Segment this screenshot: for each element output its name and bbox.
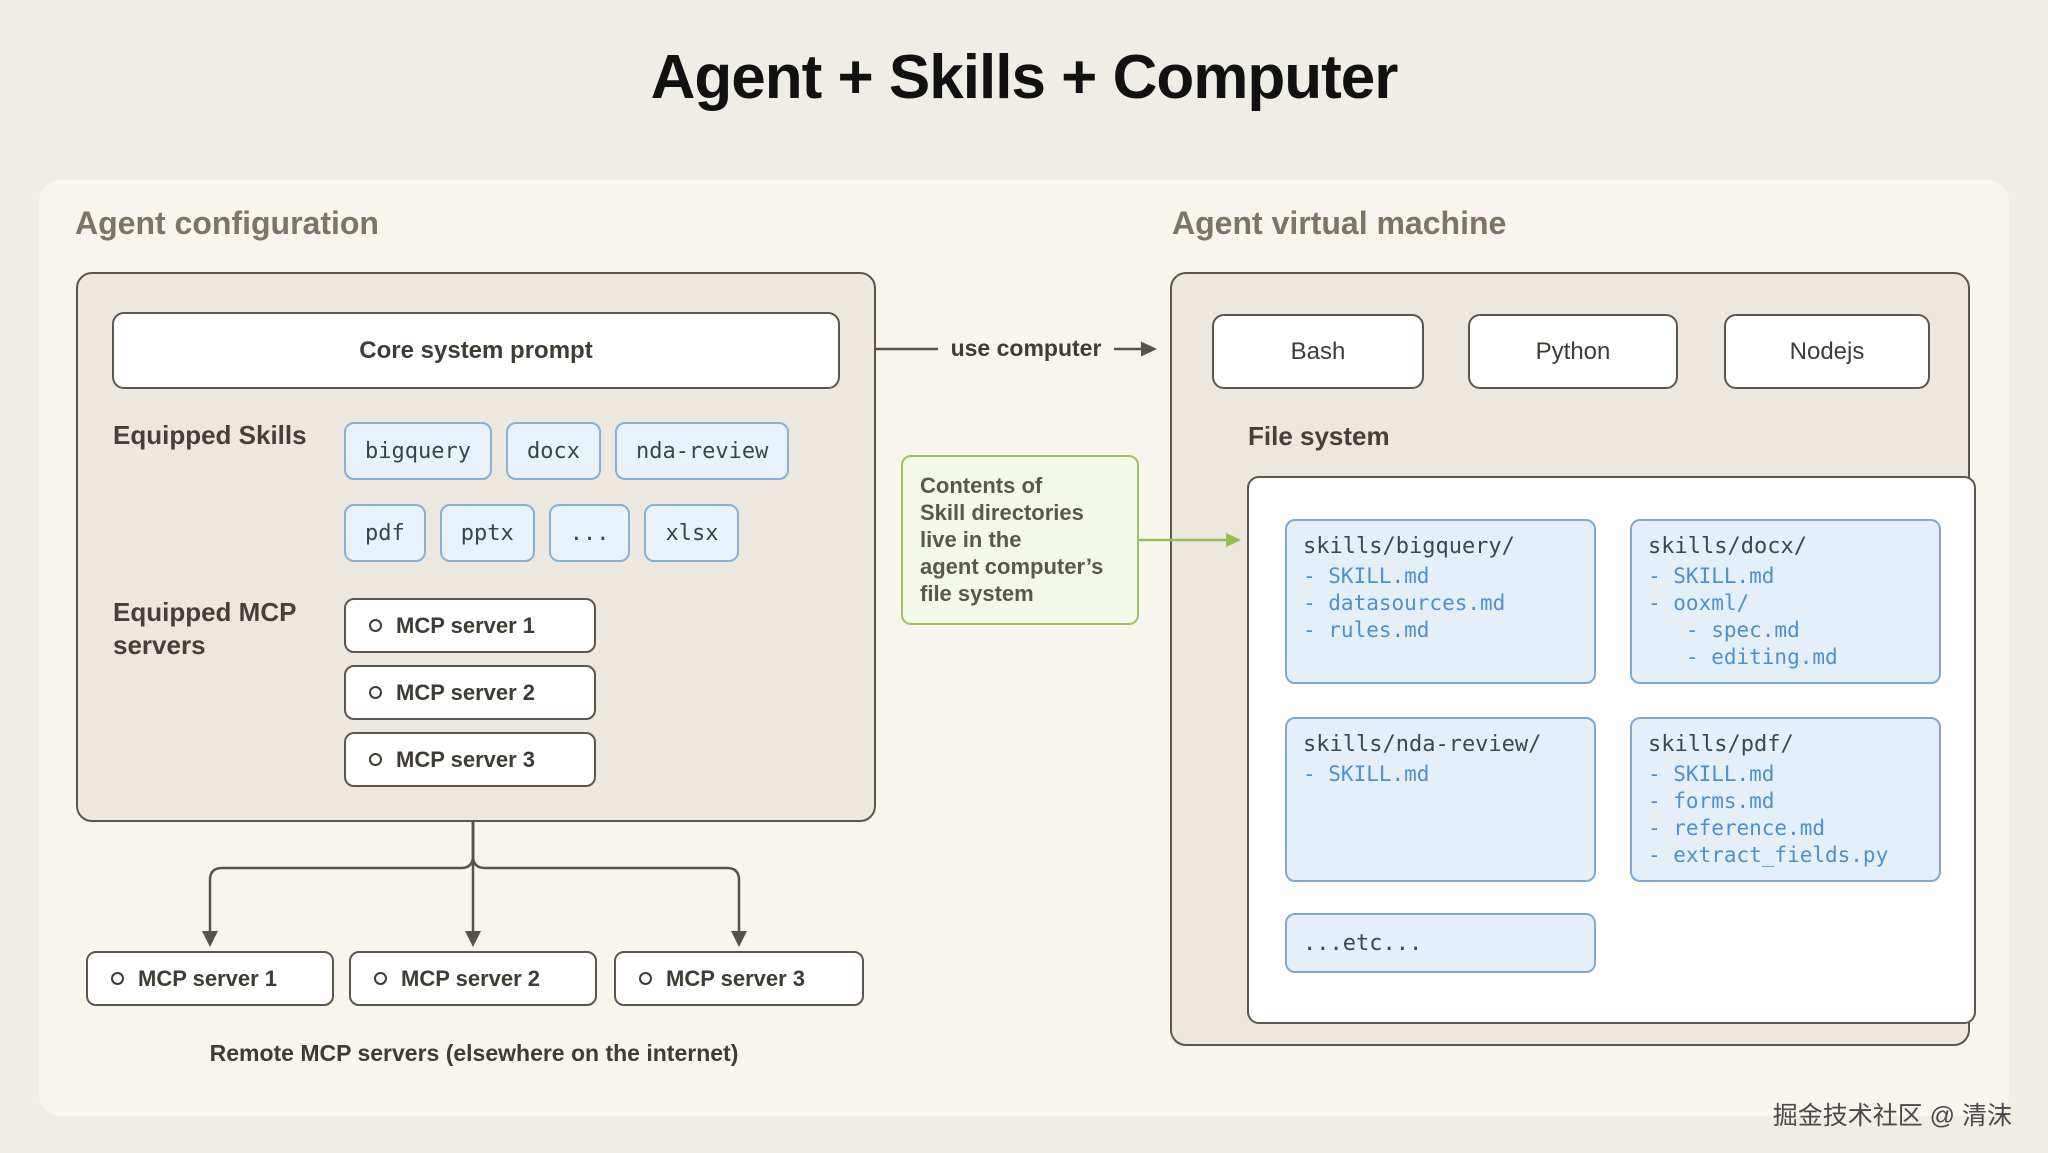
agent-config-box: Core system prompt Equipped Skills bigqu… (76, 272, 876, 822)
file-entry: - ooxml/ (1648, 591, 1750, 615)
skill-pill: xlsx (644, 504, 740, 562)
skill-directory-card: skills/nda-review/ - SKILL.md (1285, 717, 1596, 882)
file-system-label: File system (1248, 421, 1390, 451)
server-circle-icon (111, 972, 124, 985)
agent-vm-box: Bash Python Nodejs File system skills/bi… (1170, 272, 1976, 1046)
remote-mcp-server-box: MCP server 1 (86, 951, 334, 1006)
runtime-box-bash: Bash (1212, 314, 1424, 389)
file-entry: - datasources.md (1303, 591, 1506, 615)
runtime-box-python: Python (1468, 314, 1678, 389)
watermark: 掘金技术社区 @ 清沫 (1772, 1102, 2012, 1130)
file-entry: - spec.md (1648, 618, 1800, 642)
skill-pill: docx (505, 422, 601, 480)
diagram-container: Agent configuration Core system prompt E… (39, 180, 2009, 1116)
runtime-label: Bash (1290, 337, 1346, 365)
file-entry: - editing.md (1648, 645, 1838, 669)
runtime-label: Nodejs (1789, 337, 1865, 365)
directory-header: skills/nda-review/ (1303, 732, 1542, 757)
file-entry: - SKILL.md (1648, 564, 1775, 588)
file-entry: - SKILL.md (1648, 762, 1775, 786)
remote-servers-caption: Remote MCP servers (elsewhere on the int… (209, 1040, 739, 1066)
remote-mcp-server-label: MCP server 2 (401, 965, 541, 991)
skill-note-line: agent computer’s (920, 554, 1104, 579)
skill-pill: bigquery (344, 422, 492, 480)
skill-note-line: Contents of (920, 473, 1043, 498)
skill-directory-card: skills/pdf/ - SKILL.md - forms.md - refe… (1630, 717, 1941, 882)
mcp-server-box: MCP server 2 (344, 665, 596, 720)
file-entry: - rules.md (1303, 618, 1430, 642)
skill-directory-card: skills/bigquery/ - SKILL.md - datasource… (1285, 519, 1596, 684)
mcp-server-box: MCP server 1 (344, 598, 596, 653)
core-system-prompt-box: Core system prompt (112, 312, 840, 389)
server-circle-icon (369, 753, 382, 766)
use-computer-label: use computer (950, 335, 1102, 361)
core-system-prompt-label: Core system prompt (359, 336, 593, 364)
runtime-label: Python (1535, 337, 1611, 365)
agent-config-heading: Agent configuration (75, 205, 379, 241)
equipped-skills-label: Equipped Skills (113, 420, 307, 450)
mcp-server-label: MCP server 2 (396, 679, 536, 705)
file-entry: - SKILL.md (1303, 762, 1430, 786)
diagram-title: Agent + Skills + Computer (650, 43, 1399, 112)
equipped-mcp-label: Equipped MCP servers (113, 597, 296, 660)
skill-pill: nda-review (614, 422, 790, 480)
file-system-box: skills/bigquery/ - SKILL.md - datasource… (1247, 476, 1976, 1024)
remote-mcp-server-label: MCP server 1 (138, 965, 278, 991)
remote-mcp-server-label: MCP server 3 (666, 965, 806, 991)
mcp-server-label: MCP server 1 (396, 612, 536, 638)
skill-note-line: live in the (920, 527, 1022, 552)
remote-mcp-server-box: MCP server 3 (614, 951, 864, 1006)
etc-card: ...etc... (1285, 913, 1596, 973)
skill-pill: ... (548, 504, 631, 562)
file-entry: - extract_fields.py (1648, 843, 1889, 867)
agent-vm-heading: Agent virtual machine (1172, 205, 1507, 241)
directory-header: skills/docx/ (1648, 534, 1807, 559)
skill-note-line: Skill directories (920, 500, 1084, 525)
runtime-box-nodejs: Nodejs (1724, 314, 1930, 389)
etc-label: ...etc... (1303, 930, 1423, 956)
file-entry: - SKILL.md (1303, 564, 1430, 588)
skill-pill: pdf (344, 504, 426, 562)
server-circle-icon (369, 686, 382, 699)
skills-row-1: bigquery docx nda-review (344, 422, 790, 480)
mcp-server-label: MCP server 3 (396, 746, 536, 772)
skill-note-line: file system (920, 581, 1034, 606)
skill-note-box: Contents of Skill directories live in th… (901, 455, 1139, 625)
skills-row-2: pdf pptx ... xlsx (344, 504, 740, 562)
directory-header: skills/bigquery/ (1303, 534, 1515, 559)
remote-mcp-server-box: MCP server 2 (349, 951, 597, 1006)
directory-header: skills/pdf/ (1648, 732, 1794, 757)
file-entry: - reference.md (1648, 816, 1826, 840)
server-circle-icon (639, 972, 652, 985)
file-entry: - forms.md (1648, 789, 1775, 813)
server-circle-icon (369, 619, 382, 632)
skill-directory-card: skills/docx/ - SKILL.md - ooxml/ - spec.… (1630, 519, 1941, 684)
mcp-server-box: MCP server 3 (344, 732, 596, 787)
server-circle-icon (374, 972, 387, 985)
skill-pill: pptx (439, 504, 535, 562)
